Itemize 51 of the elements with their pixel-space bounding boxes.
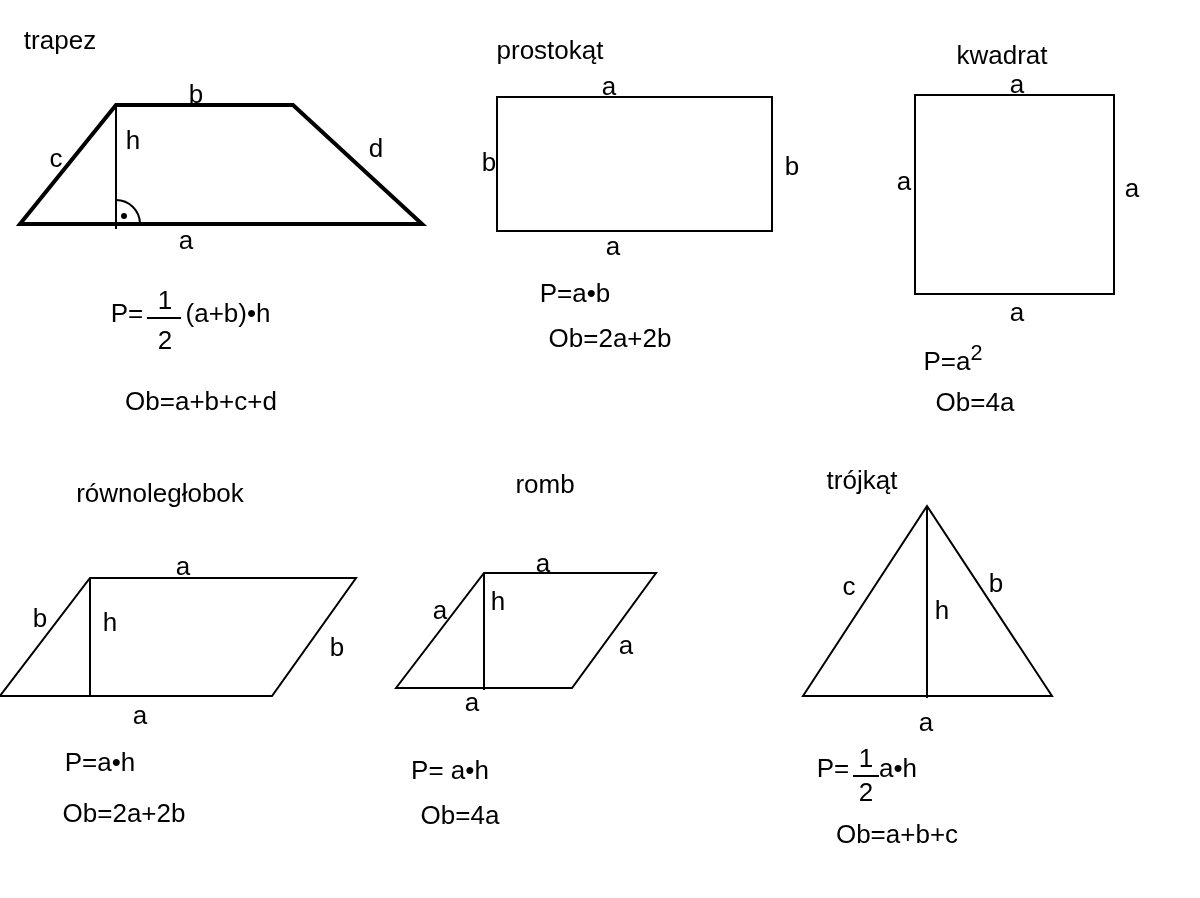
side-label: c: [49, 145, 63, 171]
area-formula: P=a•b: [539, 280, 611, 306]
side-label: b: [329, 634, 345, 660]
side-label: c: [842, 573, 856, 599]
side-label: a: [464, 689, 480, 715]
perimeter-formula: Ob=2a+2b: [548, 325, 672, 351]
side-label: a: [132, 702, 148, 728]
side-label: d: [368, 135, 384, 161]
shape-name: romb: [515, 471, 575, 497]
side-label: a: [1124, 175, 1140, 201]
perimeter-formula: Ob=2a+2b: [62, 800, 186, 826]
side-label: b: [988, 570, 1004, 596]
side-label: b: [188, 81, 204, 107]
area-formula: a•h: [879, 755, 917, 781]
height-label: h: [490, 588, 506, 614]
side-label: a: [1009, 299, 1025, 325]
side-label: a: [178, 227, 194, 253]
area-formula: P= a•h: [411, 757, 489, 783]
area-formula: P=: [110, 300, 144, 326]
perimeter-formula: Ob=4a: [935, 389, 1015, 415]
shape-name: prostokąt: [496, 37, 604, 63]
perimeter-formula: Ob=a+b+c: [835, 821, 959, 847]
area-formula: P=: [816, 755, 850, 781]
area-formula: P=a$^{2}$: [923, 342, 983, 374]
fraction-numerator: 1: [157, 287, 173, 313]
perimeter-formula: Ob=a+b+c+d: [125, 388, 277, 414]
shape-name: kwadrat: [956, 42, 1048, 68]
side-label: a: [535, 550, 551, 576]
fraction-denominator: 2: [858, 779, 874, 805]
side-label: b: [32, 605, 48, 631]
height-label: h: [102, 609, 118, 635]
perimeter-formula: Ob=4a: [420, 802, 500, 828]
side-label: a: [432, 597, 448, 623]
side-label: a: [896, 168, 912, 194]
side-label: b: [784, 153, 800, 179]
side-label: a: [618, 632, 634, 658]
height-label: h: [125, 127, 141, 153]
area-formula: P=a•h: [64, 749, 136, 775]
side-label: a: [1009, 71, 1025, 97]
fraction-denominator: 2: [157, 327, 173, 353]
side-label: a: [601, 73, 617, 99]
area-formula: (a+b)•h: [185, 300, 271, 326]
fraction-numerator: 1: [858, 745, 874, 771]
shape-name: trójkąt: [826, 467, 898, 493]
side-label: a: [175, 553, 191, 579]
side-label: a: [605, 233, 621, 259]
height-label: h: [934, 597, 950, 623]
side-label: b: [481, 149, 497, 175]
shape-name: trapez: [23, 27, 97, 53]
shape-name: równoległobok: [76, 480, 244, 506]
side-label: a: [918, 709, 934, 735]
